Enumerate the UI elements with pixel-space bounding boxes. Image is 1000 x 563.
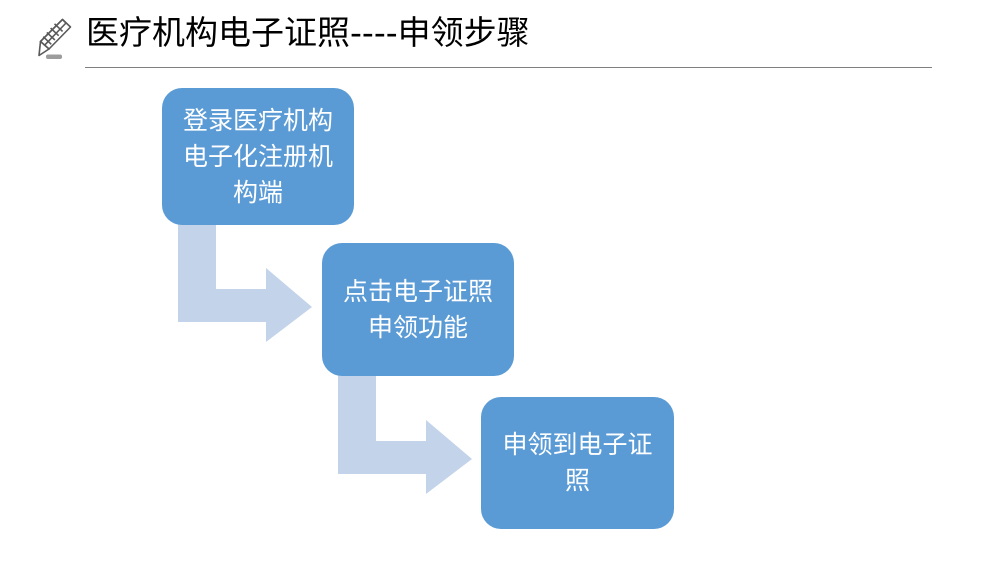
page-title: 医疗机构电子证照----申领步骤 bbox=[86, 13, 530, 52]
flow-step-label-1: 登录医疗机构电子化注册机构端 bbox=[182, 105, 333, 207]
slide-header: 医疗机构电子证照----申领步骤 bbox=[0, 0, 1000, 72]
flow-step-label-2: 点击电子证照申领功能 bbox=[342, 276, 493, 342]
flow-step-label-3: 申领到电子证照 bbox=[502, 430, 653, 495]
title-divider bbox=[85, 67, 932, 68]
bent-arrow-step2-to-step3 bbox=[338, 374, 478, 494]
flow-diagram: 登录医疗机构电子化注册机构端 点击电子证照申领功能 申领到电子证照 bbox=[0, 72, 1000, 563]
flow-step-box-1[interactable]: 登录医疗机构电子化注册机构端 bbox=[162, 88, 354, 225]
pencil-icon bbox=[32, 16, 76, 62]
flow-step-box-3[interactable]: 申领到电子证照 bbox=[481, 397, 674, 529]
flow-step-box-2[interactable]: 点击电子证照申领功能 bbox=[322, 243, 514, 376]
bent-arrow-step1-to-step2 bbox=[178, 222, 318, 342]
